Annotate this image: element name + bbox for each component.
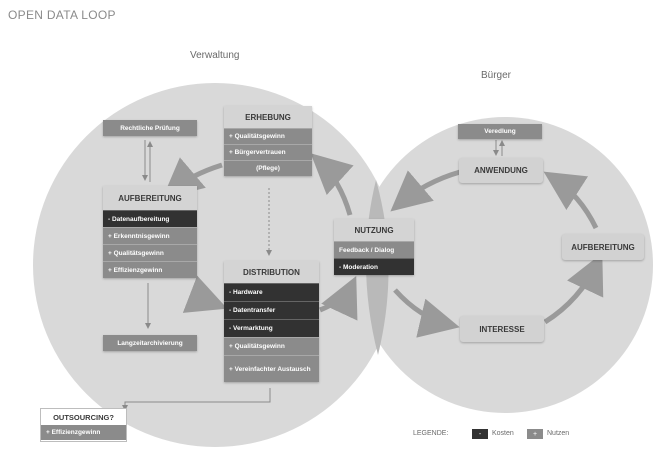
arrow-anwendung-to-nutzung	[390, 169, 461, 212]
legend-kosten-swatch: -	[472, 429, 488, 439]
outsourcing-row: + Effizienzgewinn	[41, 425, 126, 440]
connector-outsourcing	[122, 388, 271, 411]
rechtliche-pruefung-box: Rechtliche Prüfung	[103, 120, 197, 136]
distribution-box: DISTRIBUTION - Hardware - Datentransfer …	[224, 261, 319, 382]
langzeitarchivierung-box: Langzeitarchivierung	[103, 335, 197, 351]
aufbereitung-right-box: AUFBEREITUNG	[562, 234, 644, 260]
buerger-label: Bürger	[481, 70, 512, 81]
veredlung-box: Veredlung	[458, 124, 542, 139]
nutzung-row: Feedback / Dialog	[334, 241, 414, 258]
outsourcing-title: OUTSOURCING?	[53, 412, 114, 422]
arrow-distribution-to-nutzung	[319, 275, 358, 321]
arrow-nutzung-to-interesse	[393, 288, 460, 338]
verwaltung-label: Verwaltung	[190, 50, 240, 61]
outsourcing-box: OUTSOURCING? + Effizienzgewinn	[40, 408, 127, 442]
aufbereitung-left-title: AUFBEREITUNG	[103, 186, 197, 210]
distribution-row: - Vermarktung	[224, 319, 319, 337]
distribution-row: + Qualitätsgewinn	[224, 337, 319, 355]
legend-nutzen-swatch: +	[527, 429, 543, 439]
distribution-row: - Datentransfer	[224, 301, 319, 319]
nutzung-box: NUTZUNG Feedback / Dialog - Moderation	[334, 219, 414, 275]
aufbereitung-left-row: - Datenaufbereitung	[103, 210, 197, 227]
erhebung-title: ERHEBUNG	[224, 106, 312, 128]
erhebung-row: + Qualitätsgewinn	[224, 128, 312, 144]
arrow-nutzung-to-erhebung	[310, 153, 354, 216]
erhebung-row: (Pflege)	[224, 160, 312, 176]
legend-label: LEGENDE:	[413, 430, 449, 437]
distribution-row: - Hardware	[224, 283, 319, 301]
legend-kosten-label: Kosten	[492, 430, 514, 437]
anwendung-box: ANWENDUNG	[459, 158, 543, 183]
aufbereitung-left-row: + Effizienzgewinn	[103, 261, 197, 278]
aufbereitung-left-box: AUFBEREITUNG - Datenaufbereitung + Erken…	[103, 186, 197, 278]
aufbereitung-left-row: + Erkenntnisgewinn	[103, 227, 197, 244]
nutzung-title: NUTZUNG	[334, 219, 414, 241]
erhebung-row: + Bürgervertrauen	[224, 144, 312, 160]
interesse-box: INTERESSE	[460, 316, 544, 342]
arrow-interesse-to-aufbereitung	[543, 252, 604, 325]
nutzung-row: - Moderation	[334, 258, 414, 275]
distribution-title: DISTRIBUTION	[224, 261, 319, 283]
arrow-aufbereitung-to-anwendung	[543, 171, 599, 230]
legend-nutzen-label: Nutzen	[547, 430, 570, 437]
arrow-aufbereitung-to-distribution	[182, 275, 228, 313]
erhebung-box: ERHEBUNG + Qualitätsgewinn + Bürgervertr…	[224, 106, 312, 176]
distribution-row: + Vereinfachter Austausch	[224, 355, 319, 382]
aufbereitung-left-row: + Qualitätsgewinn	[103, 244, 197, 261]
page-title: OPEN DATA LOOP	[8, 8, 116, 22]
